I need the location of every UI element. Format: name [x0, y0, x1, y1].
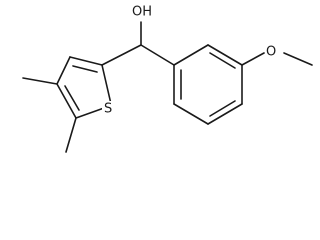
- benzene-bond-1: [173, 44, 209, 66]
- sulfur-label: S: [104, 102, 112, 117]
- benzene-bond-5: [173, 103, 209, 125]
- bond-c3-c4: [56, 56, 71, 85]
- bond-s-c2: [101, 64, 112, 105]
- bond-c4-c5: [56, 83, 77, 119]
- bond-benzene-o: [241, 52, 265, 66]
- bond-thiophene-carbinol: [101, 44, 142, 66]
- bond-c4-c5-inner: [64, 85, 80, 111]
- benzene-double-1: [209, 52, 236, 69]
- benzene-bond-4: [207, 103, 243, 125]
- bond-c5-s: [75, 107, 105, 119]
- thiophene-ring: [56, 56, 112, 119]
- benzene-ring: [173, 44, 243, 125]
- benzene-double-2: [209, 100, 236, 117]
- methoxy-oxygen-label: O: [266, 45, 276, 60]
- hydroxyl-label: OH: [132, 5, 152, 20]
- molecule-structure-diagram: OH S O: [22, 4, 313, 153]
- benzene-bond-2: [207, 44, 243, 66]
- bond-carbinol-benzene: [140, 44, 175, 66]
- methyl-bond-upper: [22, 77, 58, 85]
- bond-c2-c3: [69, 56, 103, 66]
- bond-c2-c3-inner: [72, 65, 98, 73]
- bond-o-methyl: [283, 52, 313, 66]
- methyl-bond-lower: [65, 117, 77, 153]
